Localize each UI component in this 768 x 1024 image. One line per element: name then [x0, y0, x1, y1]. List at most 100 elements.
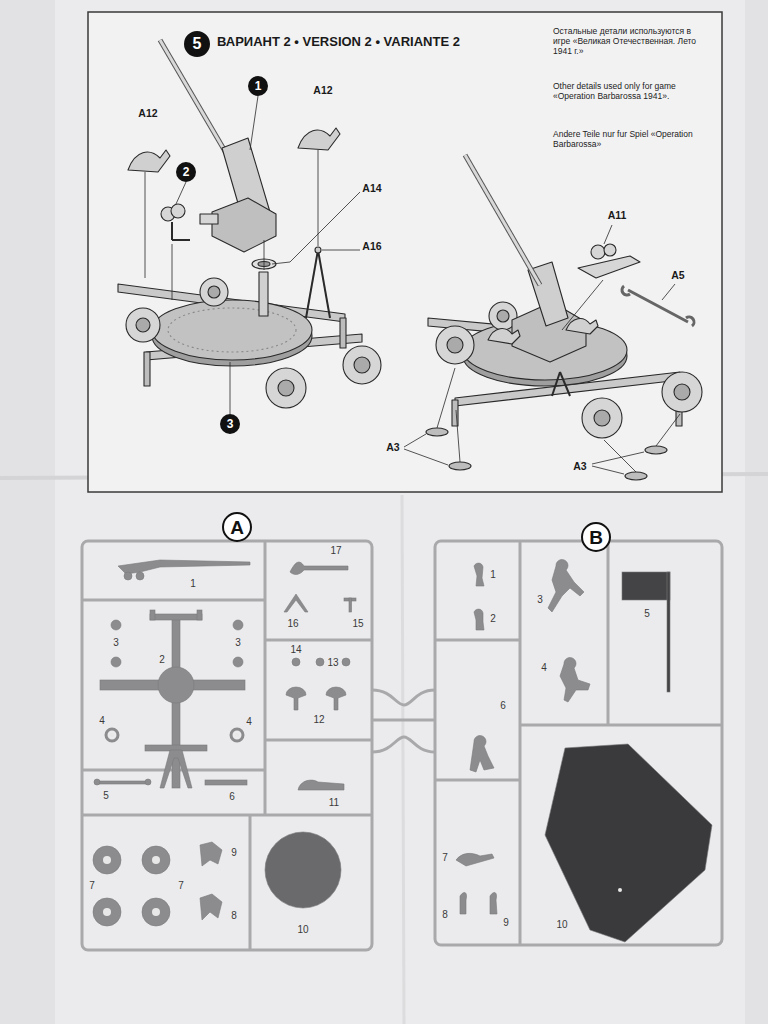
- gun-assembly-complete: [465, 155, 540, 285]
- wheel-detail: [152, 856, 160, 864]
- leader-line: [437, 368, 455, 428]
- gun-assembly-exploded: [259, 272, 268, 316]
- leader-line: [662, 284, 675, 300]
- gun-assembly-exploded: [343, 346, 381, 384]
- gun-assembly-complete: [560, 372, 570, 396]
- sprue-frame: [607, 541, 610, 725]
- part-number: 11: [329, 797, 339, 809]
- part-number: 16: [287, 618, 298, 630]
- circle-shape: [582, 523, 610, 551]
- sprue-frame: [435, 779, 520, 782]
- leader-line: [318, 150, 319, 246]
- leader-line: [172, 244, 173, 300]
- part-number: 7: [178, 880, 184, 892]
- leader-line: [456, 410, 460, 462]
- part-number: 4: [246, 716, 252, 728]
- sprue-letter: B: [581, 522, 611, 552]
- part-number: 5: [103, 790, 109, 802]
- sprue-part: [136, 572, 144, 580]
- gun-assembly-exploded: [128, 150, 170, 172]
- note-text: Остальные детали используются в игре «Ве…: [553, 27, 703, 56]
- gun-assembly-exploded: [118, 40, 381, 408]
- sprue-part: [470, 736, 494, 772]
- part-number: 1: [190, 578, 196, 590]
- wheel-detail: [103, 856, 111, 864]
- part-label: A3: [573, 460, 586, 472]
- sprue-part: [456, 560, 712, 942]
- sprue-part: [94, 779, 100, 785]
- part-number: 6: [500, 700, 506, 712]
- gun-assembly-complete: [426, 155, 702, 480]
- sprue-part: [298, 780, 344, 790]
- leader-line: [145, 172, 146, 278]
- part-number: 14: [290, 644, 301, 656]
- part-number: 7: [442, 852, 448, 864]
- gun-assembly-complete: [465, 155, 540, 285]
- sprue-frame: [372, 719, 435, 722]
- part-label: A11: [608, 209, 627, 221]
- gun-assembly-complete: [604, 244, 616, 256]
- sprue-part: [158, 667, 194, 703]
- leader-line: [322, 250, 360, 251]
- leader-line: [604, 440, 636, 472]
- gun-assembly-exploded: [144, 352, 150, 386]
- gun-assembly-exploded: [172, 239, 190, 241]
- gun-assembly-complete: [447, 337, 463, 353]
- gun-assembly-exploded: [298, 128, 340, 150]
- part-number: 1: [490, 569, 496, 581]
- sprue-part: [160, 750, 192, 788]
- gun-assembly-complete: [488, 329, 520, 344]
- gun-assembly-complete: [426, 428, 448, 436]
- note-text: Andere Teile nur fur Spiel «Operation Ba…: [553, 130, 693, 150]
- part-number: 8: [442, 909, 448, 921]
- gun-assembly-exploded: [266, 368, 306, 408]
- sprue-frame: [249, 815, 252, 950]
- sprue-frame: [82, 541, 722, 950]
- sprue-frame: [520, 724, 722, 727]
- sprue-frame: [264, 541, 267, 815]
- part-label: A5: [671, 269, 684, 281]
- sprue-frame: [435, 541, 722, 945]
- part-number: 13: [327, 657, 338, 669]
- gun-assembly-exploded: [126, 308, 160, 342]
- sprue-part: [290, 562, 348, 574]
- sprue-frame: [372, 737, 435, 752]
- sprue-part: [93, 898, 121, 926]
- leader-line: [176, 182, 186, 204]
- gun-assembly-exploded: [315, 247, 321, 253]
- gun-assembly-complete: [625, 472, 647, 480]
- part-label: A12: [138, 107, 157, 119]
- step-frame: [88, 12, 722, 492]
- part-number: 9: [231, 847, 237, 859]
- gun-assembly-complete: [497, 310, 509, 322]
- gun-assembly-exploded: [136, 318, 150, 332]
- gun-assembly-complete: [674, 384, 690, 400]
- part-number: 17: [330, 545, 341, 557]
- sprue-frame: [82, 599, 265, 602]
- gun-assembly-exploded: [212, 198, 276, 252]
- step-number: 5: [184, 31, 210, 57]
- gun-assembly-complete: [552, 372, 560, 396]
- sprue-part: [200, 894, 222, 920]
- leader-line: [604, 225, 612, 244]
- leader-line: [404, 434, 426, 447]
- circle-shape: [249, 77, 267, 95]
- leader-line: [404, 449, 448, 465]
- part-number: 4: [99, 715, 105, 727]
- part-label: A3: [386, 441, 399, 453]
- leader-line: [562, 280, 603, 330]
- part-number: 10: [556, 919, 567, 931]
- sprue-part: [106, 729, 118, 741]
- step-frame: [88, 12, 722, 492]
- sprue-frame: [265, 639, 372, 642]
- gun-assembly-complete: [645, 446, 667, 454]
- sprue-part: [124, 572, 132, 580]
- sprue-part: [286, 687, 306, 710]
- gun-assembly-exploded: [200, 214, 218, 224]
- gun-assembly-exploded: [306, 250, 318, 318]
- leader-line: [264, 240, 265, 270]
- sprue-part: [231, 729, 243, 741]
- sprue-part: [292, 658, 300, 666]
- sprue-part: [316, 658, 324, 666]
